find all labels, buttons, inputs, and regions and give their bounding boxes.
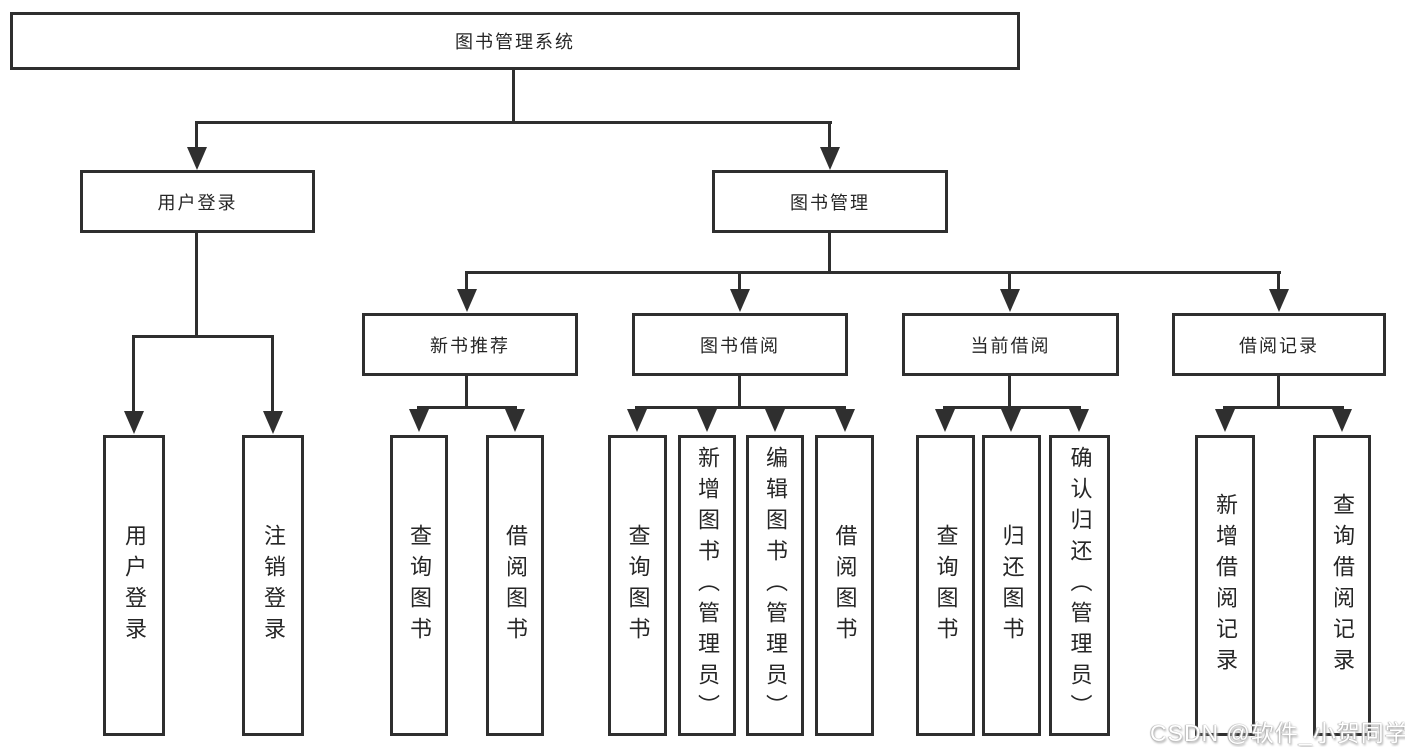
connector-drop-borrow-record	[1277, 271, 1280, 291]
node-label: 新书推荐	[430, 335, 510, 356]
leaf-add-borrow-record: 新增借阅记录	[1195, 435, 1255, 736]
arrow-down-icon	[765, 409, 785, 432]
arrow-down-icon	[1269, 289, 1289, 312]
node-new-book-recommend: 新书推荐	[362, 313, 578, 376]
node-label: 图书借阅	[700, 335, 780, 356]
connector-current-borrow-branch	[943, 406, 1081, 409]
node-label: 借阅记录	[1239, 335, 1319, 356]
leaf-edit-books-admin: 编辑图书（管理员）	[746, 435, 804, 736]
arrow-down-icon	[1000, 289, 1020, 312]
connector-user-login-branch	[132, 335, 274, 338]
leaf-borrow-books-rec: 借阅图书	[486, 435, 544, 736]
connector-drop-new-book-rec	[465, 271, 468, 291]
connector-book-borrow-branch	[635, 406, 846, 409]
node-label: 图书管理	[790, 192, 870, 213]
arrow-down-icon	[835, 409, 855, 432]
node-user-login: 用户登录	[80, 170, 315, 233]
node-label: 图书管理系统	[455, 32, 575, 52]
csdn-watermark: CSDN @软件_小贺同学	[1150, 720, 1405, 746]
connector-current-borrow-stub	[1008, 376, 1011, 409]
node-book-management: 图书管理	[712, 170, 948, 233]
connector-root-branch	[196, 121, 832, 124]
leaf-label: 查询图书	[407, 523, 432, 648]
arrow-down-icon	[935, 409, 955, 432]
node-label: 用户登录	[157, 192, 238, 213]
leaf-query-books-rec: 查询图书	[390, 435, 448, 736]
connector-drop-book-mgmt	[828, 121, 831, 149]
leaf-add-books-admin: 新增图书（管理员）	[678, 435, 736, 736]
arrow-down-icon	[409, 409, 429, 432]
arrow-down-icon	[627, 409, 647, 432]
connector-drop-logout	[271, 335, 274, 413]
arrow-down-icon	[697, 409, 717, 432]
connector-drop-current-borrow	[1008, 271, 1011, 291]
node-library-management-system: 图书管理系统	[10, 12, 1020, 70]
leaf-label: 编辑图书（管理员）	[763, 446, 788, 725]
arrow-down-icon	[820, 147, 840, 170]
leaf-label: 查询借阅记录	[1330, 492, 1355, 679]
connector-drop-user-login	[195, 121, 198, 149]
leaf-label: 用户登录	[122, 523, 147, 648]
node-book-borrowing: 图书借阅	[632, 313, 848, 376]
leaf-label: 查询图书	[933, 523, 959, 648]
arrow-down-icon	[1069, 409, 1089, 432]
leaf-label: 归还图书	[999, 523, 1025, 648]
leaf-query-borrow-record: 查询借阅记录	[1313, 435, 1371, 736]
leaf-label: 借阅图书	[832, 523, 858, 648]
arrow-down-icon	[730, 289, 750, 312]
leaf-logout: 注销登录	[242, 435, 304, 736]
leaf-label: 借阅图书	[503, 523, 528, 648]
connector-user-login-stub	[195, 233, 198, 337]
leaf-query-books-borrow: 查询图书	[608, 435, 667, 736]
leaf-label: 新增图书（管理员）	[695, 446, 720, 725]
connector-book-mgmt-stub	[828, 233, 831, 273]
node-current-borrowing: 当前借阅	[902, 313, 1119, 376]
arrow-down-icon	[1215, 409, 1235, 432]
connector-book-mgmt-branch	[465, 271, 1281, 274]
leaf-label: 查询图书	[625, 523, 651, 648]
connector-drop-login	[132, 335, 135, 413]
leaf-query-books-current: 查询图书	[916, 435, 975, 736]
connector-root-stub	[512, 70, 515, 123]
connector-book-borrow-stub	[738, 376, 741, 409]
leaf-label: 新增借阅记录	[1213, 492, 1238, 679]
connector-new-book-rec-branch	[417, 406, 517, 409]
arrow-down-icon	[457, 289, 477, 312]
arrow-down-icon	[187, 147, 207, 170]
leaf-label: 确认归还（管理员）	[1067, 446, 1093, 725]
leaf-return-books: 归还图书	[982, 435, 1041, 736]
arrow-down-icon	[1001, 409, 1021, 432]
leaf-user-login: 用户登录	[103, 435, 165, 736]
connector-borrow-record-stub	[1277, 376, 1280, 409]
arrow-down-icon	[505, 409, 525, 432]
connector-borrow-record-branch	[1223, 406, 1344, 409]
connector-drop-book-borrow	[738, 271, 741, 291]
connector-new-book-rec-stub	[465, 376, 468, 409]
arrow-down-icon	[263, 411, 283, 434]
node-borrowing-records: 借阅记录	[1172, 313, 1386, 376]
node-label: 当前借阅	[970, 335, 1051, 356]
arrow-down-icon	[1332, 409, 1352, 432]
arrow-down-icon	[124, 411, 144, 434]
leaf-label: 注销登录	[261, 523, 286, 648]
leaf-confirm-return-admin: 确认归还（管理员）	[1049, 435, 1110, 736]
leaf-borrow-books: 借阅图书	[815, 435, 874, 736]
